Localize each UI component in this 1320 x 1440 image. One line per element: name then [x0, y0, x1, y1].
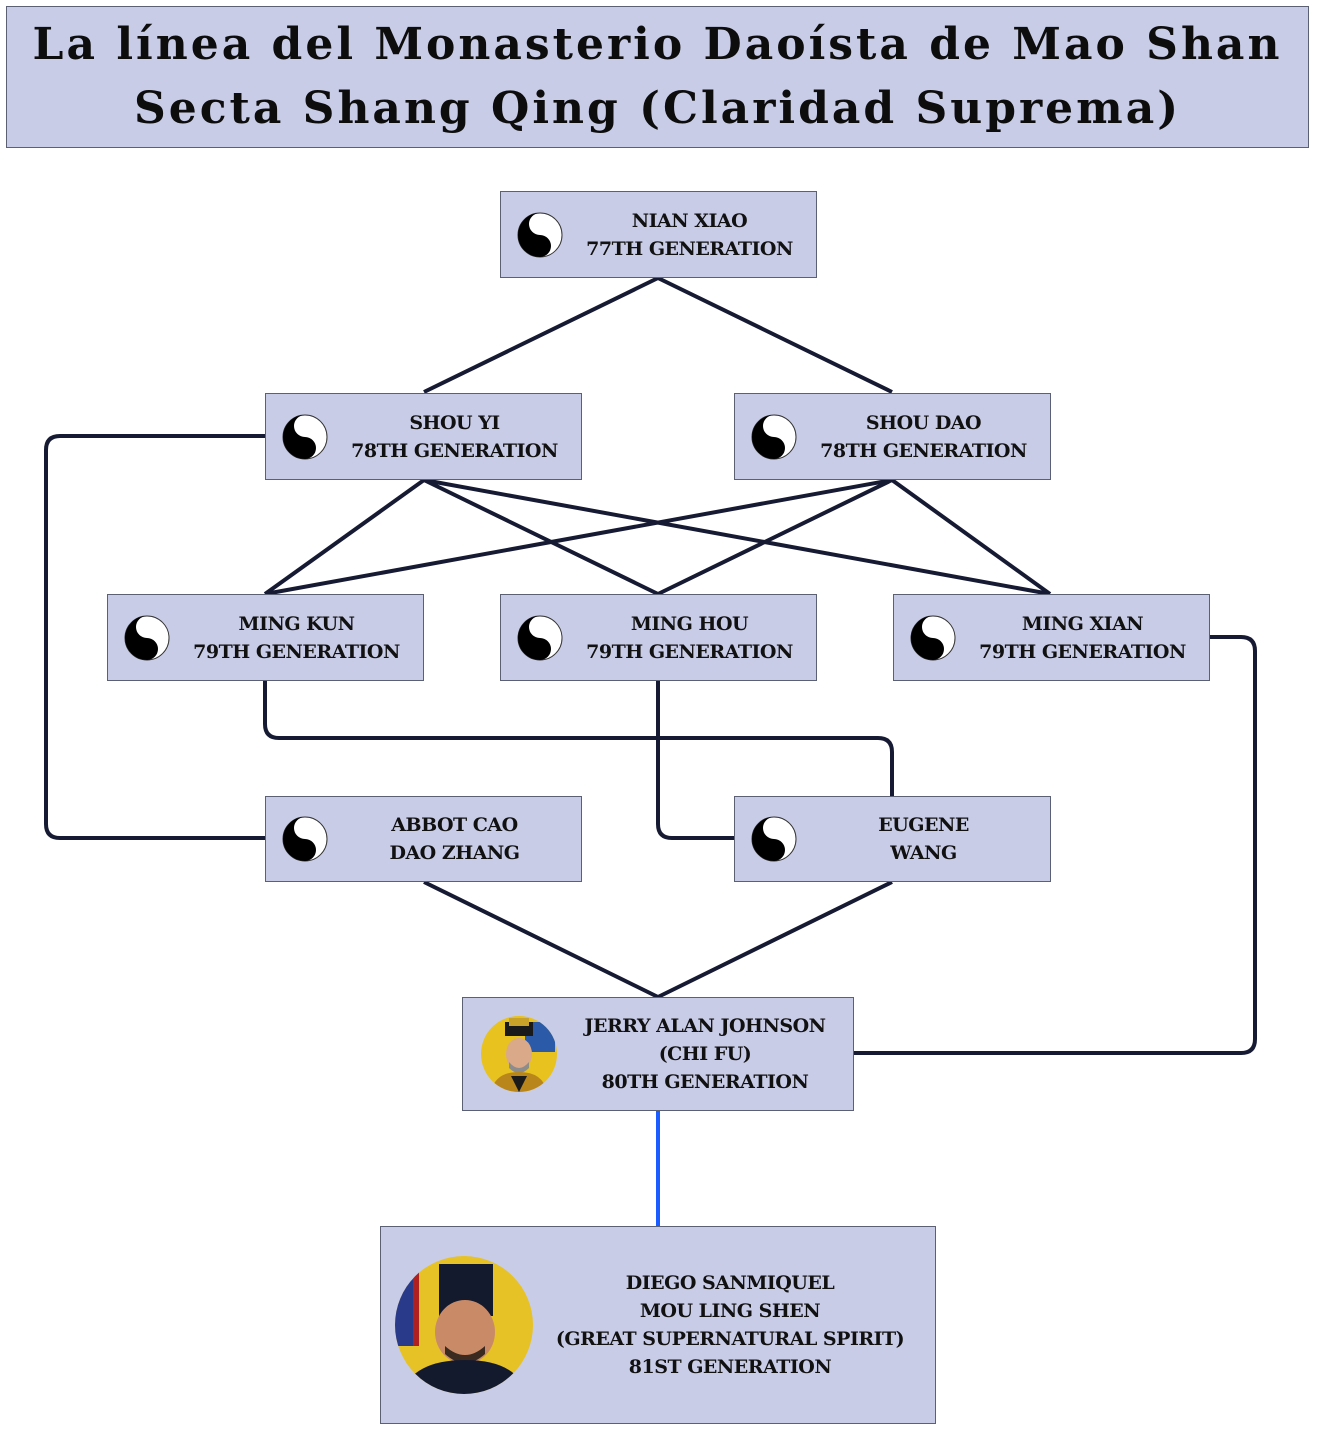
node-generation: 77TH GENERATION [586, 235, 793, 263]
node-shou-dao[interactable]: SHOU DAO 78TH GENERATION [734, 393, 1051, 480]
edge-ming-kun-eugene-wang [265, 681, 892, 796]
edge-nian-xiao-shou-dao [658, 278, 892, 392]
edge-nian-xiao-shou-yi [424, 278, 658, 392]
node-generation: 78TH GENERATION [820, 437, 1027, 465]
edge-shou-dao-ming-xian [892, 480, 1050, 594]
node-ming-kun[interactable]: MING KUN 79TH GENERATION [107, 594, 424, 681]
yin-yang-icon [124, 615, 170, 661]
yin-yang-icon [910, 615, 956, 661]
yin-yang-icon [282, 816, 328, 862]
node-name: SHOU YI [409, 409, 499, 437]
node-ming-hou[interactable]: MING HOU 79TH GENERATION [500, 594, 817, 681]
node-name-2: WANG [890, 839, 956, 867]
node-alias: (CHI FU) [659, 1040, 752, 1068]
node-eugene-wang[interactable]: EUGENE WANG [734, 796, 1051, 882]
yin-yang-icon [751, 414, 797, 460]
node-name: SHOU DAO [866, 409, 981, 437]
yin-yang-icon [517, 212, 563, 258]
node-name: MING XIAN [1022, 610, 1143, 638]
node-nian-xiao[interactable]: NIAN XIAO 77TH GENERATION [500, 191, 817, 278]
node-dharma-name: MOU LING SHEN [640, 1297, 820, 1325]
node-generation: 80TH GENERATION [602, 1068, 809, 1096]
edge-shou-dao-ming-kun [265, 480, 892, 594]
edge-shou-yi-ming-xian [424, 480, 1050, 594]
node-name: MING KUN [239, 610, 355, 638]
node-generation: 78TH GENERATION [351, 437, 558, 465]
node-ming-xian[interactable]: MING XIAN 79TH GENERATION [893, 594, 1210, 681]
node-generation: 81ST GENERATION [629, 1353, 831, 1381]
edge-shou-yi-ming-hou [424, 480, 658, 594]
yin-yang-icon [751, 816, 797, 862]
node-name: NIAN XIAO [632, 207, 747, 235]
edge-ming-hou-eugene-wang [658, 681, 735, 838]
node-name: MING HOU [631, 610, 748, 638]
portrait-photo [481, 1016, 557, 1092]
node-name: DIEGO SANMIQUEL [626, 1269, 834, 1297]
node-name: JERRY ALAN JOHNSON [585, 1012, 826, 1040]
edge-shou-yi-ming-kun [265, 480, 424, 594]
yin-yang-icon [282, 414, 328, 460]
node-generation: 79TH GENERATION [979, 638, 1186, 666]
node-meaning: (GREAT SUPERNATURAL SPIRIT) [556, 1325, 904, 1353]
edge-abbot-cao-jerry [424, 882, 658, 997]
node-diego-sanmiquel[interactable]: DIEGO SANMIQUEL MOU LING SHEN (GREAT SUP… [380, 1226, 936, 1424]
node-abbot-cao[interactable]: ABBOT CAO DAO ZHANG [265, 796, 582, 882]
node-name: ABBOT CAO [391, 811, 517, 839]
node-generation: 79TH GENERATION [586, 638, 793, 666]
node-shou-yi[interactable]: SHOU YI 78TH GENERATION [265, 393, 582, 480]
yin-yang-icon [517, 615, 563, 661]
portrait-photo [395, 1256, 533, 1394]
node-generation: 79TH GENERATION [193, 638, 400, 666]
node-title: DAO ZHANG [389, 839, 519, 867]
node-name: EUGENE [878, 811, 969, 839]
edge-shou-dao-ming-hou [658, 480, 892, 594]
edge-eugene-wang-jerry [658, 882, 892, 997]
node-jerry-alan-johnson[interactable]: JERRY ALAN JOHNSON (CHI FU) 80TH GENERAT… [462, 997, 854, 1111]
